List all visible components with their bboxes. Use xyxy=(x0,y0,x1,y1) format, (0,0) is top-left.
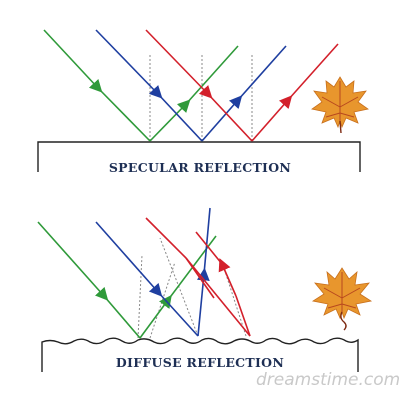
diffuse-red-ray xyxy=(145,217,251,337)
specular-section xyxy=(37,29,369,172)
watermark: dreamstime.com xyxy=(256,370,400,390)
diffuse-section xyxy=(37,207,373,372)
rough-surface xyxy=(41,337,359,372)
specular-green-ray xyxy=(43,29,239,142)
specular-red-ray xyxy=(145,29,339,142)
diffuse-caption: DIFFUSE REFLECTION xyxy=(115,355,285,370)
specular-leaf-icon xyxy=(311,76,369,134)
smooth-surface xyxy=(37,141,361,172)
specular-caption: SPECULAR REFLECTION xyxy=(108,160,292,175)
specular-normals xyxy=(149,55,253,140)
diffuse-green-ray xyxy=(37,221,217,339)
diffuse-leaf-icon xyxy=(311,267,373,331)
diffuse-blue-ray xyxy=(95,207,211,337)
specular-blue-ray xyxy=(95,29,287,142)
